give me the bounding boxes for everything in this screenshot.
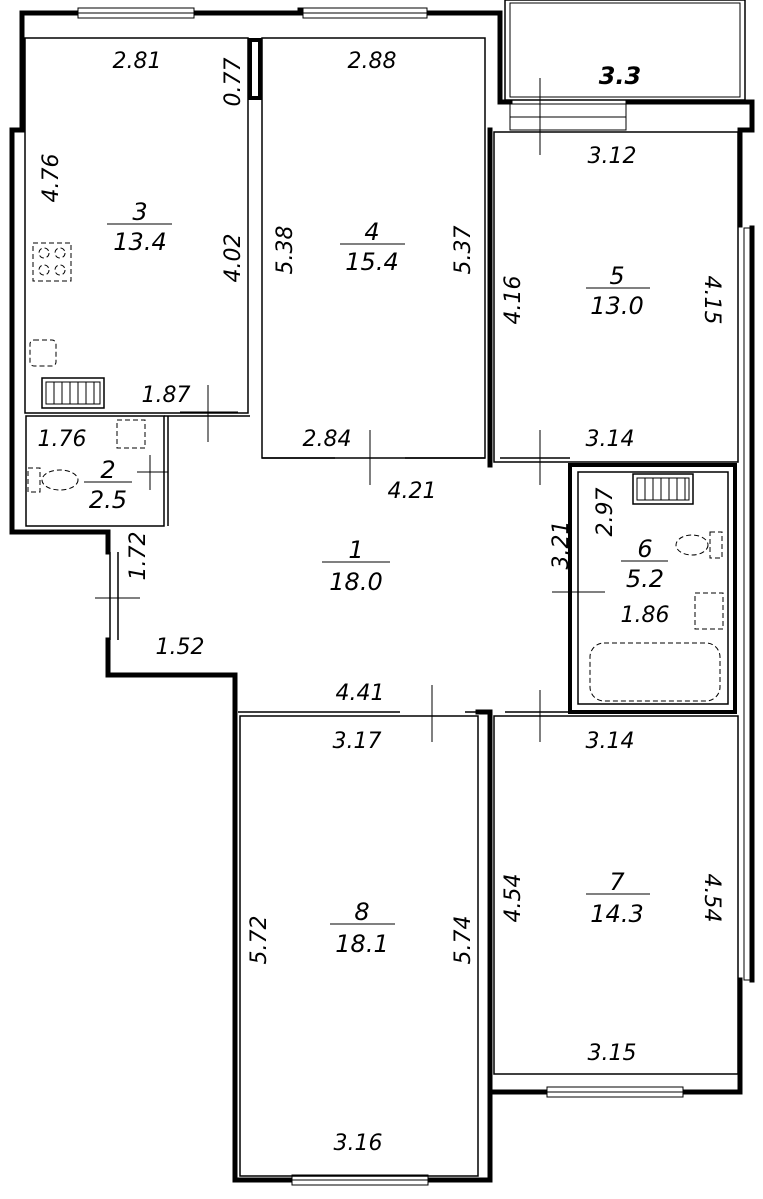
svg-text:0.77: 0.77 xyxy=(221,58,246,107)
fixtures xyxy=(27,242,724,702)
svg-text:15.4: 15.4 xyxy=(345,248,398,276)
svg-text:1: 1 xyxy=(348,536,363,564)
room-5: 5 13.0 xyxy=(586,262,650,320)
svg-text:3.15: 3.15 xyxy=(588,1041,637,1066)
svg-text:5: 5 xyxy=(609,262,624,290)
svg-text:4.76: 4.76 xyxy=(39,154,64,203)
svg-text:1.76: 1.76 xyxy=(38,427,87,452)
svg-text:3.16: 3.16 xyxy=(334,1131,383,1156)
balcony-area: 3.3 xyxy=(599,62,642,90)
svg-text:2.84: 2.84 xyxy=(303,427,352,452)
svg-text:4: 4 xyxy=(364,218,379,246)
radiator-icon xyxy=(41,377,105,409)
svg-text:13.4: 13.4 xyxy=(113,228,166,256)
svg-text:3.12: 3.12 xyxy=(588,144,637,169)
svg-text:5.72: 5.72 xyxy=(247,916,272,965)
stove-icon xyxy=(32,242,72,282)
svg-text:14.3: 14.3 xyxy=(590,900,643,928)
svg-text:6: 6 xyxy=(637,535,652,563)
svg-text:2.97: 2.97 xyxy=(593,488,618,537)
room-6: 6 5.2 xyxy=(621,535,668,593)
svg-text:2.88: 2.88 xyxy=(348,49,397,74)
radiator-icon xyxy=(632,473,694,505)
toilet-icon xyxy=(675,531,723,559)
dimension-labels: 2.81 0.77 4.76 4.02 1.87 2.88 5.38 5.37 … xyxy=(38,49,724,1156)
svg-text:3.14: 3.14 xyxy=(586,427,635,452)
svg-text:4.21: 4.21 xyxy=(388,479,437,504)
svg-text:1.72: 1.72 xyxy=(126,532,151,581)
svg-text:5.2: 5.2 xyxy=(626,565,664,593)
svg-text:3.17: 3.17 xyxy=(333,729,382,754)
room-3: 3 13.4 xyxy=(107,198,172,256)
room-1: 1 18.0 xyxy=(322,536,390,596)
svg-text:1.52: 1.52 xyxy=(156,635,205,660)
room-8: 8 18.1 xyxy=(330,898,395,958)
svg-text:4.54: 4.54 xyxy=(699,874,724,923)
washbasin-icon xyxy=(694,592,724,630)
room-7: 7 14.3 xyxy=(586,868,650,928)
svg-text:3.21: 3.21 xyxy=(549,521,574,570)
svg-text:4.02: 4.02 xyxy=(221,234,246,283)
svg-text:5.38: 5.38 xyxy=(273,226,298,275)
svg-text:1.86: 1.86 xyxy=(621,603,670,628)
bathtub-icon xyxy=(589,642,721,702)
svg-text:5.37: 5.37 xyxy=(451,226,476,275)
svg-text:2.81: 2.81 xyxy=(113,49,162,74)
washbasin-icon xyxy=(116,419,146,449)
svg-text:5.74: 5.74 xyxy=(451,916,476,965)
toilet-icon xyxy=(27,467,79,493)
svg-text:4.16: 4.16 xyxy=(501,276,526,325)
sink-icon xyxy=(29,339,57,367)
svg-text:2.5: 2.5 xyxy=(89,486,127,514)
svg-text:4.15: 4.15 xyxy=(699,276,724,325)
svg-text:18.1: 18.1 xyxy=(335,930,388,958)
svg-text:3.14: 3.14 xyxy=(586,729,635,754)
svg-text:13.0: 13.0 xyxy=(590,292,643,320)
svg-text:4.54: 4.54 xyxy=(501,874,526,923)
room-2: 2 2.5 xyxy=(84,456,132,514)
svg-text:2: 2 xyxy=(100,456,115,484)
svg-text:8: 8 xyxy=(354,898,369,926)
room-labels: 3 13.4 4 15.4 5 13.0 2 2.5 1 18.0 6 5.2 xyxy=(84,62,668,958)
svg-text:1.87: 1.87 xyxy=(142,383,191,408)
svg-text:3: 3 xyxy=(132,198,147,226)
svg-text:4.41: 4.41 xyxy=(336,681,385,706)
inner-lines xyxy=(24,0,753,1186)
svg-text:18.0: 18.0 xyxy=(329,568,382,596)
room-4: 4 15.4 xyxy=(340,218,405,276)
svg-text:7: 7 xyxy=(609,868,625,896)
